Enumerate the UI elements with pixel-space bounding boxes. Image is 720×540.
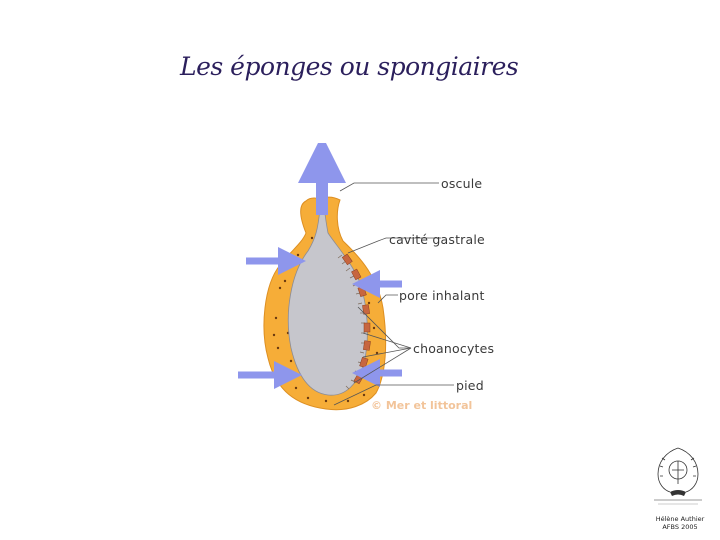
author-year: AFBS 2005 (650, 523, 710, 531)
sponge-diagram: oscule cavité gastrale pore inhalant cho… (236, 143, 486, 418)
label-choanocytes: choanocytes (413, 341, 494, 356)
label-pore-inhalant: pore inhalant (399, 288, 485, 303)
label-pied: pied (456, 378, 484, 393)
image-credit: © Mer et littoral (371, 399, 472, 412)
label-cavite-gastrale: cavité gastrale (389, 232, 485, 247)
institution-emblem (648, 440, 708, 510)
author-name: Hélène Authier (650, 515, 710, 523)
author-credit: Hélène Authier AFBS 2005 (650, 515, 710, 531)
label-oscule: oscule (441, 176, 482, 191)
slide-title: Les éponges ou spongiaires (180, 52, 518, 81)
gastral-cavity (288, 207, 367, 395)
